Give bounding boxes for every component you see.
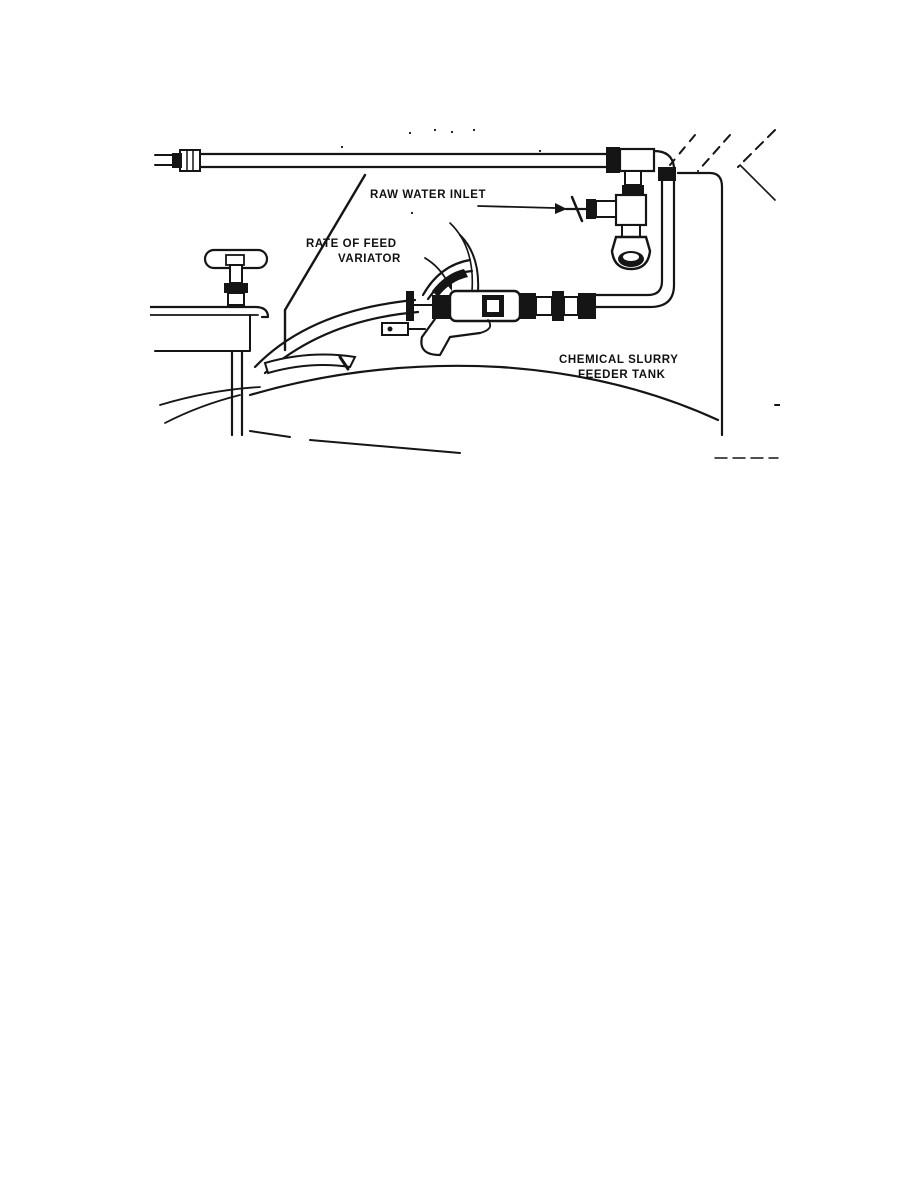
stand-valve [150, 248, 270, 437]
label-tank-line1: CHEMICAL SLURRY [559, 354, 679, 366]
feed-line-pipe [593, 179, 676, 309]
label-raw-water-inlet: RAW WATER INLET [370, 189, 486, 201]
tank-outline [669, 129, 780, 459]
label-tank-line2: FEEDER TANK [578, 369, 666, 381]
feeder-diagram: RAW WATER INLET RATE OF FEED VARIATOR CH… [150, 128, 780, 459]
metering-unit [381, 289, 596, 357]
slurry-hoses [253, 298, 420, 375]
feeder-diagram-figure: RAW WATER INLET RATE OF FEED VARIATOR CH… [150, 105, 780, 460]
tee-fitting [606, 147, 676, 195]
supply-pipe [154, 149, 610, 172]
leader-lines [424, 203, 567, 291]
label-rate-of-feed-line2: VARIATOR [338, 253, 401, 265]
support-bracket [283, 173, 367, 352]
print-specks [340, 128, 542, 215]
tank-top-curve [159, 364, 720, 454]
label-rate-of-feed-line1: RATE OF FEED [306, 238, 397, 250]
inlet-valve [564, 193, 652, 271]
